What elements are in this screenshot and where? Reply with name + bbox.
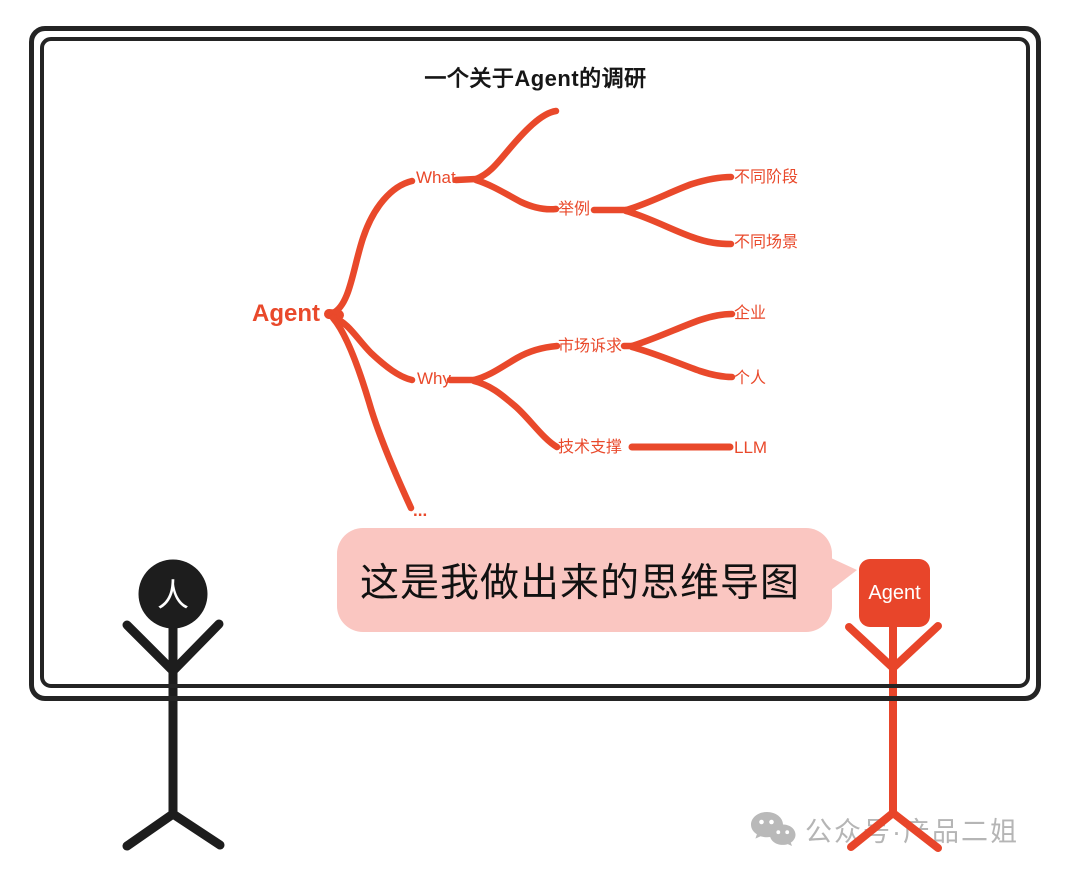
- mindmap-node-juli: 举例: [558, 201, 591, 218]
- branch-shichang-to-qiye: [628, 310, 736, 350]
- branch-why-to-shichang: [470, 342, 561, 384]
- speech-bubble: 这是我做出来的思维导图: [337, 528, 857, 632]
- wechat-icon: [751, 811, 796, 846]
- mindmap-node-qiye: 企业: [734, 305, 767, 322]
- agent-head-label: Agent: [868, 581, 921, 604]
- mindmap-node-agent: Agent: [252, 300, 320, 327]
- agent-arm-left: [845, 623, 897, 672]
- person-arm-left: [122, 620, 178, 676]
- branch-why-to-jishu: [470, 377, 561, 451]
- mindmap-node-why: Why: [417, 369, 451, 388]
- mindmap-node-changjing: 不同场景: [734, 234, 799, 251]
- agent-head-badge: Agent: [859, 559, 930, 627]
- person-leg-left: [122, 809, 178, 851]
- mindmap-node-jishu: 技术支撑: [558, 439, 623, 456]
- branch-shichang-to-geren: [628, 343, 736, 381]
- mindmap-node-shichang: 市场诉求: [558, 338, 623, 355]
- branch-root-to-why: [329, 313, 416, 384]
- mindmap-node-what: What: [416, 168, 456, 187]
- mindmap-branches: [324, 107, 736, 512]
- person-arm-right: [168, 619, 224, 676]
- agent-leg-right: [889, 809, 942, 852]
- agent-figure-limbs: [845, 622, 942, 852]
- person-head: [138, 559, 208, 629]
- speech-bubble-text: 这是我做出来的思维导图: [360, 562, 801, 605]
- person-leg-right: [168, 809, 225, 850]
- agent-leg-left: [847, 809, 897, 851]
- mindmap-title: 一个关于Agent的调研: [424, 66, 647, 91]
- speech-bubble-tail: [831, 558, 857, 590]
- person-figure: 人: [122, 559, 225, 851]
- branch-what-to-juli: [472, 176, 560, 213]
- branch-juli-to-jieduan: [622, 173, 735, 214]
- mindmap-node-jieduan: 不同阶段: [734, 169, 799, 186]
- branch-what-stub: [452, 175, 480, 184]
- branch-root-to-what: [329, 177, 416, 317]
- mindmap-node-more: ...: [413, 501, 428, 520]
- branch-juli-to-changjing: [622, 207, 735, 248]
- mindmap-node-geren: 个人: [734, 370, 767, 387]
- agent-arm-right: [889, 622, 942, 672]
- branch-root-to-more: [329, 314, 415, 512]
- person-head-label: 人: [157, 577, 189, 613]
- mindmap-node-llm: LLM: [734, 438, 768, 457]
- branch-what-up: [472, 107, 560, 183]
